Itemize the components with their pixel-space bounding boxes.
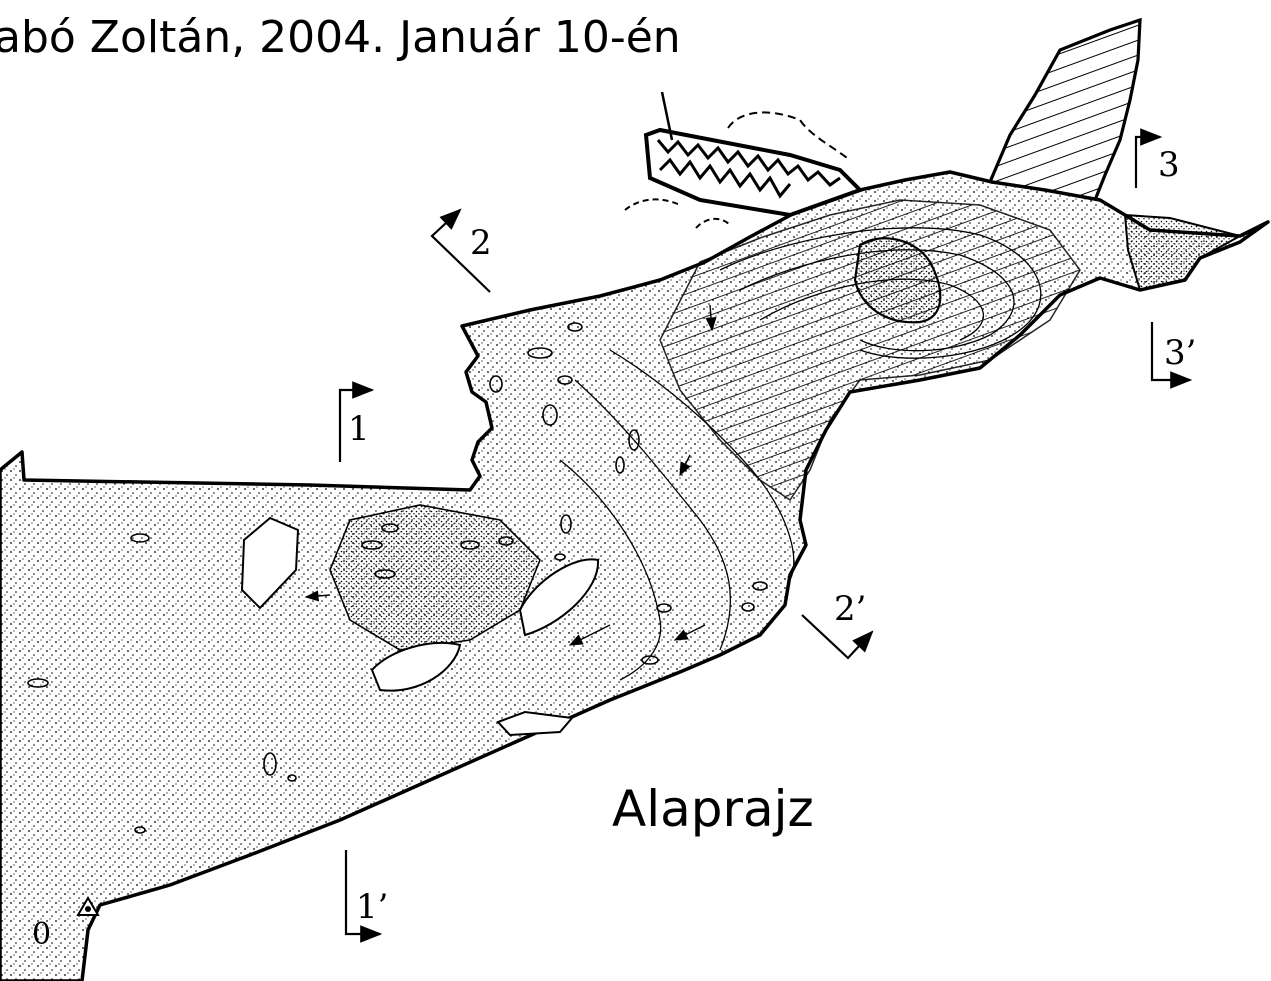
collapse-block-teeth: [656, 139, 841, 187]
section-3-end-label: 3’: [1164, 333, 1196, 373]
section-markers: [338, 128, 1193, 943]
boulder-mound: [853, 237, 942, 324]
section-2-start-marker: [430, 208, 491, 293]
collapse-block-teeth-lower: [658, 157, 792, 199]
dense-sediment-zone-2: [1123, 213, 1243, 292]
section-1-start-marker: [338, 381, 375, 462]
section-3-start-marker: [1134, 128, 1163, 188]
section-3-end-marker: [1150, 322, 1193, 389]
section-3-label: 3: [1158, 145, 1180, 185]
header-text: abó Zoltán, 2004. Január 10-én: [0, 12, 681, 63]
flow-arrows: [304, 304, 717, 646]
section-2-label: 2: [470, 223, 492, 263]
section-1-label: 1: [348, 409, 370, 449]
dashed-ledge-2: [624, 198, 731, 229]
section-2-end-label: 2’: [834, 589, 866, 629]
section-1-end-label: 1’: [356, 887, 388, 927]
section-2-end-marker: [801, 614, 874, 660]
cave-passage: [0, 170, 1270, 981]
origin-label: 0: [32, 917, 51, 952]
upper-right-passage-outline: [988, 17, 1142, 201]
dashed-ledge: [727, 111, 851, 161]
dense-sediment-zone: [329, 504, 541, 651]
section-1-end-marker: [344, 850, 383, 943]
fracture-line: [660, 91, 674, 141]
survey-origin: 0: [32, 896, 100, 952]
section-labels: 1 1’ 2 2’ 3 3’: [348, 145, 1196, 927]
upper-right-passage: [988, 17, 1142, 201]
rock-blocks: [240, 516, 600, 737]
collapse-block: [624, 91, 864, 229]
pebbles: [27, 322, 768, 834]
map-title: Alaprajz: [612, 780, 814, 838]
slope-hatching: [659, 199, 1081, 502]
collapse-block-outline: [643, 127, 864, 218]
cave-outline: [0, 170, 1270, 981]
contour-lines: [559, 227, 1042, 681]
